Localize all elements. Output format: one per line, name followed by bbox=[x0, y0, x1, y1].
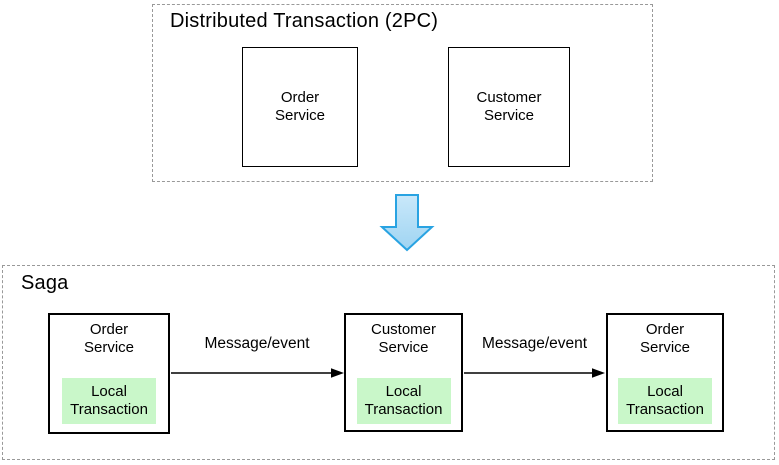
saga-title: Saga bbox=[21, 272, 69, 294]
saga-order-service-box-2: Order Service Local Transaction bbox=[606, 313, 724, 432]
message-event-arrow-2 bbox=[464, 368, 605, 378]
saga-order-service-box-1: Order Service Local Transaction bbox=[48, 313, 170, 434]
customer-service-box-2pc: Customer Service bbox=[448, 47, 570, 167]
down-arrow-icon bbox=[379, 194, 435, 252]
message-event-arrow-1 bbox=[171, 368, 344, 378]
saga-order-service-label-1: Order Service bbox=[83, 321, 135, 356]
saga-customer-service-box: Customer Service Local Transaction bbox=[344, 313, 463, 432]
message-event-label-1: Message/event bbox=[204, 335, 310, 352]
local-transaction-box-2: Local Transaction bbox=[356, 378, 451, 424]
saga-customer-service-label: Customer Service bbox=[370, 321, 437, 356]
order-service-box-2pc: Order Service bbox=[242, 47, 358, 167]
message-event-label-2: Message/event bbox=[481, 335, 588, 352]
saga-order-service-label-2: Order Service bbox=[639, 321, 691, 356]
customer-service-label: Customer Service bbox=[476, 89, 542, 124]
order-service-label: Order Service bbox=[274, 89, 326, 124]
distributed-transaction-title: Distributed Transaction (2PC) bbox=[170, 10, 439, 32]
local-transaction-box-3: Local Transaction bbox=[618, 378, 712, 424]
local-transaction-box-1: Local Transaction bbox=[62, 378, 156, 424]
